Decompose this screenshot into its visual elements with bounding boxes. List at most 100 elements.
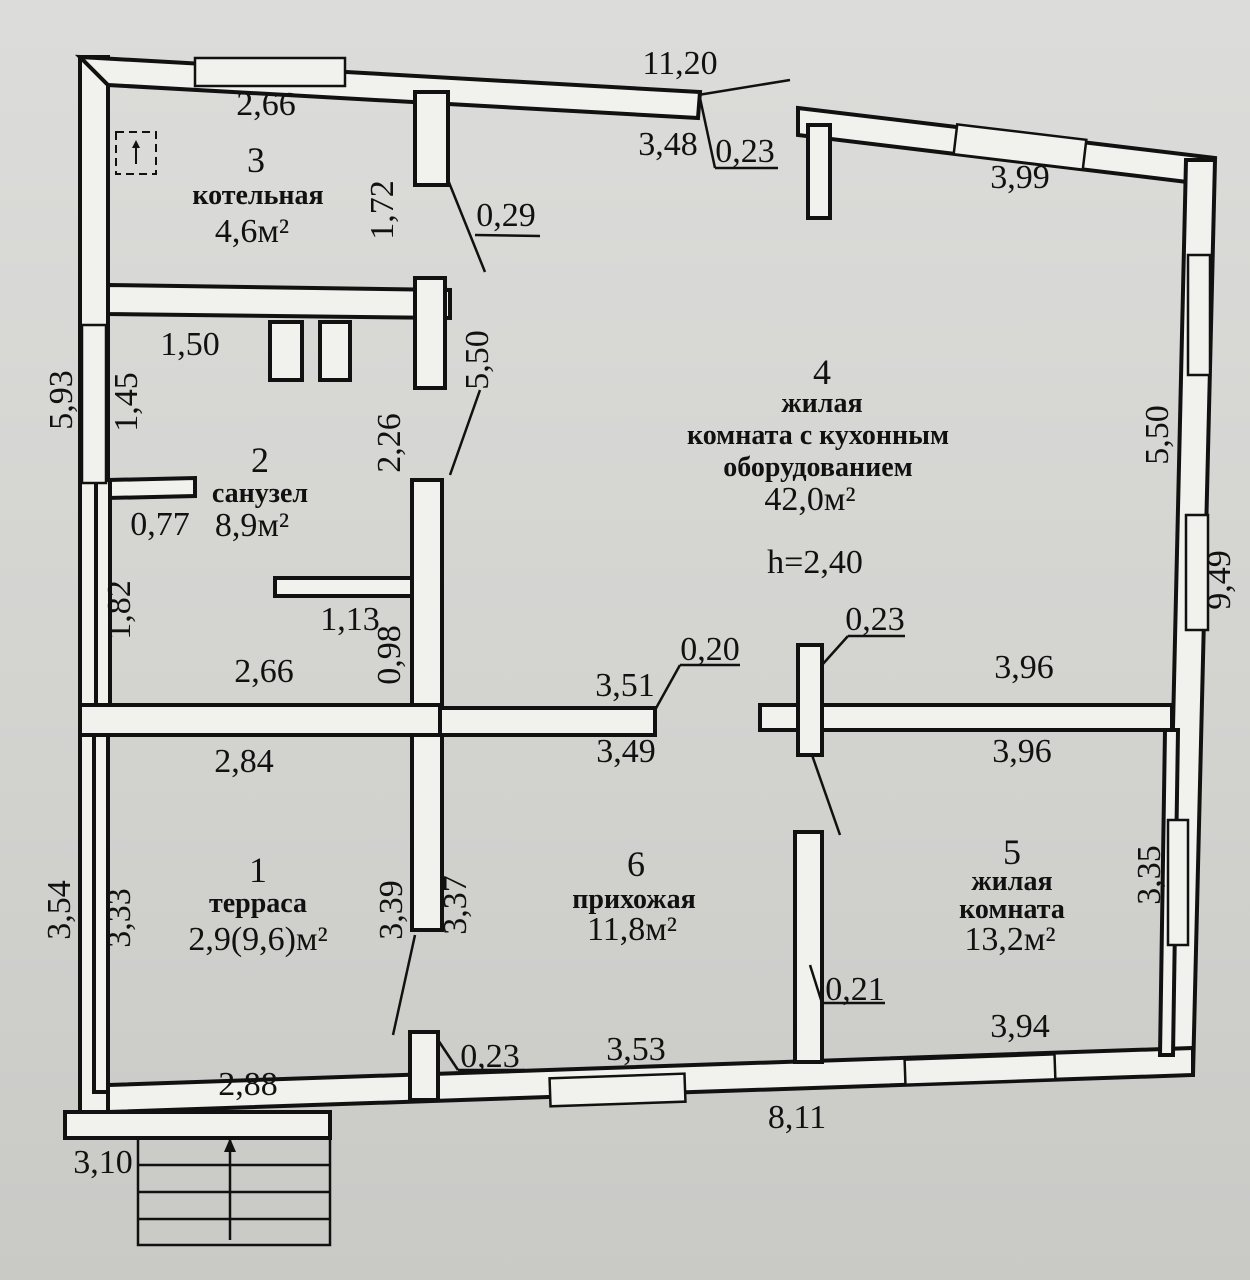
wall-bath-bottom	[78, 703, 442, 737]
dim-boiler-width: 2,66	[236, 86, 296, 123]
dim-porch-width: 3,10	[73, 1144, 133, 1181]
door-swing-room5	[810, 754, 842, 836]
dim-boiler-height: 1,72	[364, 180, 401, 240]
wall-room4-hall	[438, 706, 657, 737]
wall-stub-bath-top	[413, 276, 447, 390]
room1-name: терраса	[208, 888, 308, 919]
window-left-bath	[80, 323, 108, 485]
dim-wall-029: 0,29	[476, 197, 536, 234]
window-room4-right-1	[1186, 253, 1212, 377]
dim-bath-150: 1,50	[160, 326, 220, 363]
window-room4-top	[952, 123, 1088, 171]
dim-terrace-top: 2,84	[214, 743, 274, 780]
outer-wall-top-left	[74, 54, 703, 121]
wall-terrace-hall	[410, 733, 444, 932]
dim-bath-182: 1,82	[101, 580, 138, 640]
room3-name: котельная	[192, 180, 324, 211]
window-room5-bottom	[903, 1053, 1057, 1086]
dim-top-348: 3,48	[638, 126, 698, 163]
room2-number: 2	[251, 440, 269, 480]
dim-wall-020: 0,20	[680, 631, 740, 668]
dim-terrace-left: 3,33	[101, 888, 138, 948]
dim-bath-550: 5,50	[459, 330, 496, 390]
dim-overall-bottom: 8,11	[767, 1099, 827, 1136]
dim-terrace-right: 3,39	[373, 880, 410, 940]
dim-wall-023-bottom: 0,23	[460, 1038, 520, 1075]
dim-bath-226: 2,26	[371, 413, 408, 473]
dim-bath-077: 0,77	[130, 506, 190, 543]
dim-room5-top: 3,96	[992, 733, 1052, 770]
dim-room5-right: 3,35	[1131, 845, 1168, 905]
room3-number: 3	[247, 140, 265, 180]
room1-number: 1	[249, 850, 267, 890]
leader-550	[448, 389, 482, 476]
leader-023-bottom	[436, 1039, 460, 1071]
porch-wall	[63, 1110, 332, 1140]
leader-top-023	[698, 97, 717, 169]
leader-029-ext	[474, 233, 541, 238]
dim-wall-023-mid: 0,23	[845, 601, 905, 638]
room5-name-line2: комната	[959, 894, 1065, 925]
room6-number: 6	[627, 844, 645, 884]
door-swing-terrace	[391, 934, 417, 1036]
wall-boiler-bottom	[106, 282, 452, 321]
window-boiler	[193, 56, 347, 88]
wall-terrace-inner-left	[92, 733, 110, 1094]
dim-bath-145: 1,45	[108, 372, 145, 432]
wall-bath-right	[410, 478, 444, 737]
wall-hall-room5	[793, 830, 824, 1064]
window-hall-bottom	[548, 1072, 687, 1108]
room4-number: 4	[813, 352, 831, 392]
room4-name-line2: комната с кухонным	[686, 420, 950, 451]
wall-terrace-hall-stub	[408, 1030, 440, 1102]
dim-top-023: 0,23	[715, 133, 775, 170]
dim-overall-left-lower: 3,54	[41, 880, 78, 940]
room3-area: 4,6м²	[214, 213, 290, 250]
wall-bath-left-stub	[106, 475, 197, 501]
window-room5-right	[1166, 818, 1190, 947]
room5-area: 13,2м²	[964, 921, 1056, 958]
porch-steps	[136, 1138, 332, 1247]
dim-overall-top: 11,20	[642, 45, 718, 82]
room6-name: прихожая	[572, 884, 696, 915]
duct-1	[268, 320, 304, 382]
dim-room4-top: 3,99	[990, 159, 1050, 196]
dim-room4-bottom-right: 3,96	[994, 649, 1054, 686]
dim-hall-top: 3,49	[596, 733, 656, 770]
wall-boiler-right	[413, 90, 450, 187]
duct-2	[318, 320, 352, 382]
room2-name: санузел	[211, 478, 309, 509]
wall-bath-partition	[273, 576, 414, 598]
leader-021	[808, 964, 824, 1004]
dim-wall-021: 0,21	[825, 971, 885, 1008]
room4-ceiling-height: h=2,40	[767, 544, 863, 581]
room6-area: 11,8м²	[587, 911, 677, 948]
leader-top-11	[697, 78, 791, 97]
dim-overall-right: 9,49	[1201, 550, 1238, 610]
dim-room5-bottom: 3,94	[990, 1008, 1050, 1045]
room5-number: 5	[1003, 832, 1021, 872]
dim-room4-right: 5,50	[1139, 405, 1176, 465]
dim-bath-098: 0,98	[371, 625, 408, 685]
dim-room4-bottom-left: 3,51	[595, 667, 655, 704]
dim-hall-left: 3,37	[437, 875, 474, 935]
wall-room4-top-stub	[806, 123, 832, 220]
dim-hall-bottom: 3,53	[606, 1031, 666, 1068]
room4-area: 42,0м²	[764, 481, 856, 518]
dim-overall-left-upper: 5,93	[43, 370, 80, 430]
boiler-symbol	[115, 131, 157, 175]
cross-column	[796, 643, 824, 757]
dim-bath-113: 1,13	[320, 601, 380, 638]
dim-terrace-bottom: 2,88	[218, 1066, 278, 1103]
window-room4-right-2	[1184, 513, 1210, 632]
leader-029	[446, 179, 487, 273]
room1-area: 2,9(9,6)м²	[188, 921, 328, 958]
leader-023-mid	[821, 635, 849, 666]
room4-name-line1: жилая	[781, 388, 863, 419]
dim-bath-bottom: 2,66	[234, 653, 294, 690]
room5-name-line1: жилая	[971, 866, 1053, 897]
leader-020	[653, 664, 682, 711]
room4-name-line3: оборудованием	[723, 452, 913, 483]
